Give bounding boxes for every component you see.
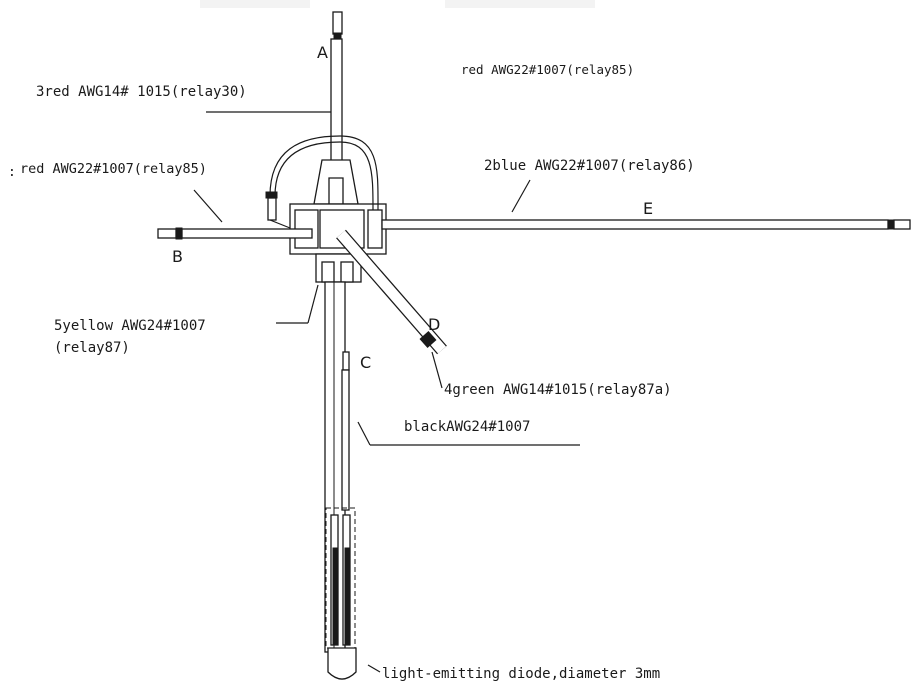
- label-red-top: red AWG22#1007(relay85): [461, 62, 634, 77]
- led-assembly: [325, 507, 357, 680]
- label-left-mark: :: [8, 165, 16, 180]
- wire-e: [381, 219, 911, 230]
- label-black: blackAWG24#1007: [404, 419, 530, 435]
- label-red-a: 3red AWG14# 1015(relay30): [36, 84, 247, 100]
- label-blue-e: 2blue AWG22#1007(relay86): [484, 158, 695, 174]
- label-red-left: red AWG22#1007(relay85): [20, 161, 207, 177]
- letter-a: A: [317, 43, 328, 62]
- label-led: light-emitting diode,diameter 3mm: [382, 666, 660, 682]
- red-loop-wire: [265, 135, 379, 229]
- label-yellow-line1: 5yellow AWG24#1007: [54, 318, 206, 334]
- top-crop-fragment: [200, 0, 595, 8]
- wire-d: [336, 229, 447, 355]
- label-yellow-line2: (relay87): [54, 340, 130, 356]
- letter-d: D: [428, 315, 440, 334]
- letter-e: E: [643, 199, 653, 218]
- leader-lines: [193, 111, 580, 673]
- label-green-d: 4green AWG14#1015(relay87a): [444, 382, 672, 398]
- letter-b: B: [172, 247, 183, 266]
- letter-c: C: [360, 353, 371, 372]
- wire-b: [157, 227, 313, 240]
